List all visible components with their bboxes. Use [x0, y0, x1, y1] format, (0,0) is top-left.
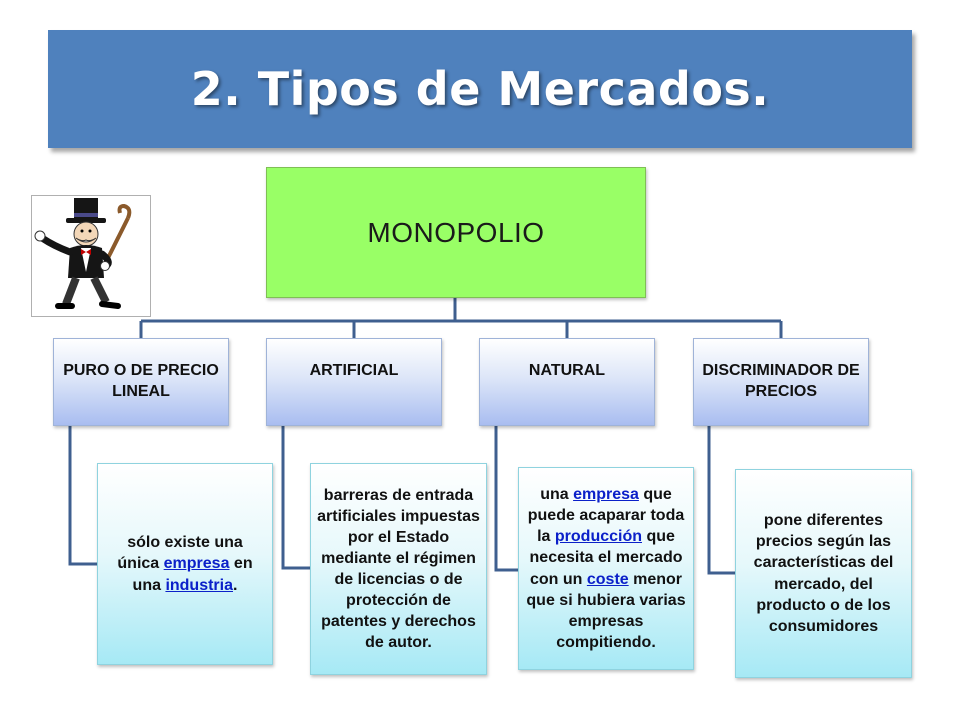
industria-link[interactable]: industria [165, 576, 233, 594]
coste-link[interactable]: coste [586, 570, 629, 588]
description-artificial: barreras de entrada artificiales impuest… [310, 463, 487, 675]
description-text: una empresa que puede acaparar toda la p… [526, 486, 686, 651]
category-artificial: ARTIFICIAL [266, 338, 442, 426]
empresa-link[interactable]: empresa [163, 555, 230, 573]
category-discriminador: DISCRIMINADOR DE PRECIOS [693, 338, 869, 426]
category-label: PURO O DE PRECIO LINEAL [63, 362, 219, 400]
monopoly-man-icon [31, 195, 151, 317]
description-puro: sólo existe una única empresa en una ind… [97, 463, 273, 665]
empresa-link[interactable]: empresa [573, 486, 639, 504]
category-puro: PURO O DE PRECIO LINEAL [53, 338, 229, 426]
description-text: pone diferentes precios según las caract… [753, 512, 894, 635]
category-label: NATURAL [528, 362, 606, 379]
slide-title: 2. Tipos de Mercados. [190, 62, 770, 116]
category-natural: NATURAL [479, 338, 655, 426]
description-natural: una empresa que puede acaparar toda la p… [518, 467, 694, 670]
category-label: DISCRIMINADOR DE PRECIOS [702, 362, 860, 400]
category-label: ARTIFICIAL [309, 362, 399, 379]
title-banner: 2. Tipos de Mercados. [48, 30, 912, 148]
description-text: barreras de entrada artificiales impuest… [317, 486, 480, 652]
produccion-link[interactable]: producción [554, 528, 642, 546]
monopolio-label: MONOPOLIO [367, 216, 545, 248]
description-discriminador: pone diferentes precios según las caract… [735, 469, 912, 678]
monopolio-node: MONOPOLIO [266, 167, 646, 298]
description-text: sólo existe una única empresa en una ind… [117, 534, 253, 594]
